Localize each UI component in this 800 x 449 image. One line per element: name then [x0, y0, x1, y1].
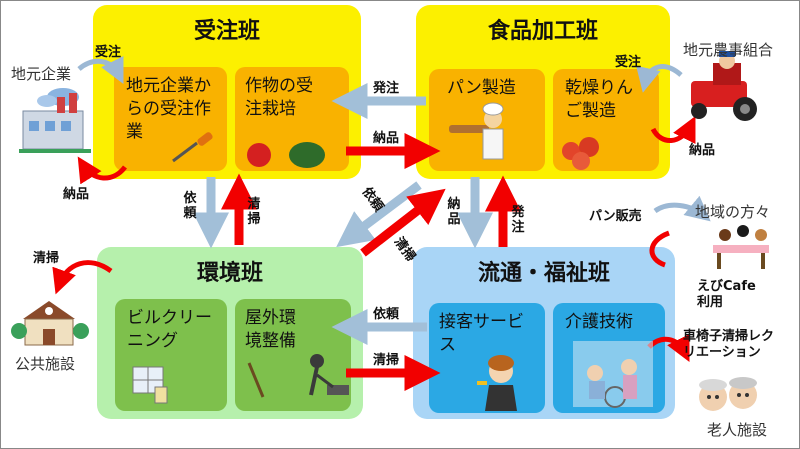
arrow-wheelchair — [647, 333, 690, 362]
sub-label-ringo: 乾燥りんご製造 — [565, 78, 633, 121]
label-nohin-top: 納品 — [373, 131, 400, 146]
label-nohin-right: 納品 — [447, 197, 461, 227]
sub-label-juchu-sagyo: 地元企業からの受注作業 — [126, 76, 211, 142]
ryutsu-team-title: 流通・福祉班 — [477, 261, 610, 286]
label-juchu-in: 受注 — [95, 45, 122, 60]
sub-box-juchu-sagyo: 地元企業からの受注作業 — [114, 67, 227, 171]
sub-box-building: ビルクリーニング — [115, 299, 227, 411]
label-seiso-public: 清掃 — [33, 251, 60, 266]
arrow-farm-out — [650, 116, 696, 145]
place-farm-union: 地元農事組合 — [683, 41, 774, 59]
window-icon — [132, 366, 168, 404]
cafe-people-icon — [713, 225, 769, 269]
sub-label-outdoor: 屋外環境整備 — [245, 308, 296, 351]
factory-icon — [19, 88, 91, 153]
shokuhin-team-title: 食品加工班 — [487, 19, 598, 44]
screwdriver-icon — [172, 132, 213, 163]
place-elderly-facility: 老人施設 — [707, 421, 768, 439]
sub-label-saibai: 作物の受注栽培 — [245, 76, 313, 119]
label-juchu-out: 納品 — [63, 187, 90, 202]
label-pan-sales: パン販売 — [589, 209, 642, 224]
place-local-company: 地元企業 — [11, 65, 72, 83]
waitress-icon — [477, 355, 517, 411]
sub-label-service: 接客サービス — [439, 312, 524, 355]
mower-icon — [247, 354, 349, 398]
label-irai-bottom: 依頼 — [373, 307, 400, 322]
sub-label-care: 介護技術 — [565, 312, 633, 332]
school-icon — [11, 301, 89, 346]
arrow-juchu-out — [77, 156, 127, 185]
label-hatchu-right: 発注 — [511, 205, 525, 235]
kankyo-team-title: 環境班 — [196, 261, 263, 286]
arrow-pan-sales — [649, 230, 671, 268]
sub-box-service: 接客サービス — [429, 303, 545, 413]
place-public-facility: 公共施設 — [15, 355, 76, 373]
label-farm-in: 受注 — [615, 55, 642, 70]
arrow-juchu-in — [77, 55, 124, 84]
arrow-pan-sales-blue — [653, 195, 711, 222]
elderly-people-icon — [699, 377, 757, 411]
tomato-icon — [247, 143, 271, 167]
caregiver-icon — [573, 341, 653, 408]
arrow-seiso-diag — [360, 188, 446, 257]
label-farm-out: 納品 — [689, 143, 716, 158]
juchu-team-title: 受注班 — [193, 19, 260, 44]
sub-label-pan: パン製造 — [447, 78, 516, 98]
pumpkin-icon — [289, 142, 325, 168]
label-wheelchair: 車椅子清掃レクリエーション — [683, 329, 775, 360]
label-seiso-left: 清掃 — [247, 197, 261, 227]
place-community: 地域の方々 — [695, 203, 771, 221]
baker-icon — [449, 102, 504, 160]
label-seiso-bottom: 清掃 — [373, 353, 400, 368]
apples-icon — [562, 137, 599, 170]
tractor-icon — [691, 51, 757, 121]
arrow-seiso-public — [52, 260, 113, 295]
label-hatchu-top: 発注 — [373, 81, 400, 96]
label-irai-left: 依頼 — [183, 191, 197, 221]
sub-label-building: ビルクリーニング — [127, 308, 212, 351]
label-cafe: えびCafe利用 — [697, 279, 756, 310]
arrow-farm-in — [636, 64, 683, 93]
